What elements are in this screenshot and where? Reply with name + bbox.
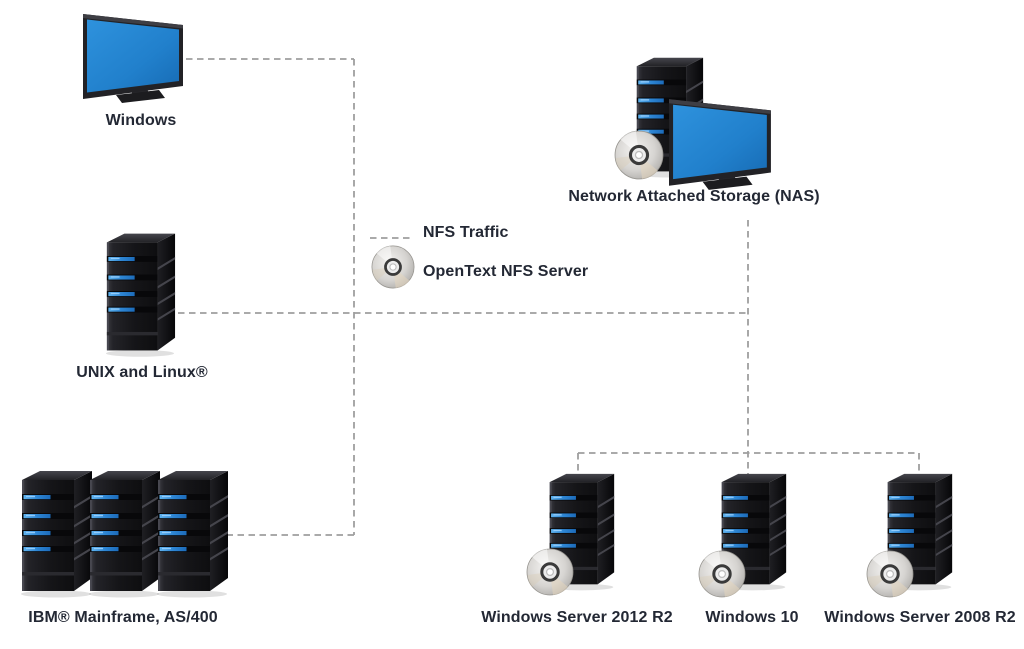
win10-label: Windows 10 — [705, 609, 799, 626]
server-tower-icon — [154, 466, 230, 598]
nas-label: Network Attached Storage (NAS) — [568, 188, 820, 205]
unix-label: UNIX and Linux® — [76, 364, 208, 381]
ws2008-label: Windows Server 2008 R2 — [824, 609, 1016, 626]
ibm-label: IBM® Mainframe, AS/400 — [28, 609, 218, 626]
disc-icon — [526, 548, 574, 596]
monitor-icon — [669, 97, 775, 191]
disc-icon — [698, 550, 746, 598]
server-tower-icon — [103, 227, 177, 359]
server-tower-icon — [86, 466, 162, 598]
disc-icon — [866, 550, 914, 598]
ws2012-label: Windows Server 2012 R2 — [481, 609, 673, 626]
legend-disc-label: OpenText NFS Server — [423, 263, 589, 280]
disc-icon — [371, 245, 415, 289]
monitor-icon — [83, 12, 187, 104]
windows-label: Windows — [105, 112, 177, 129]
legend-line-label: NFS Traffic — [423, 224, 509, 241]
server-tower-icon — [18, 466, 94, 598]
disc-icon — [614, 130, 664, 180]
